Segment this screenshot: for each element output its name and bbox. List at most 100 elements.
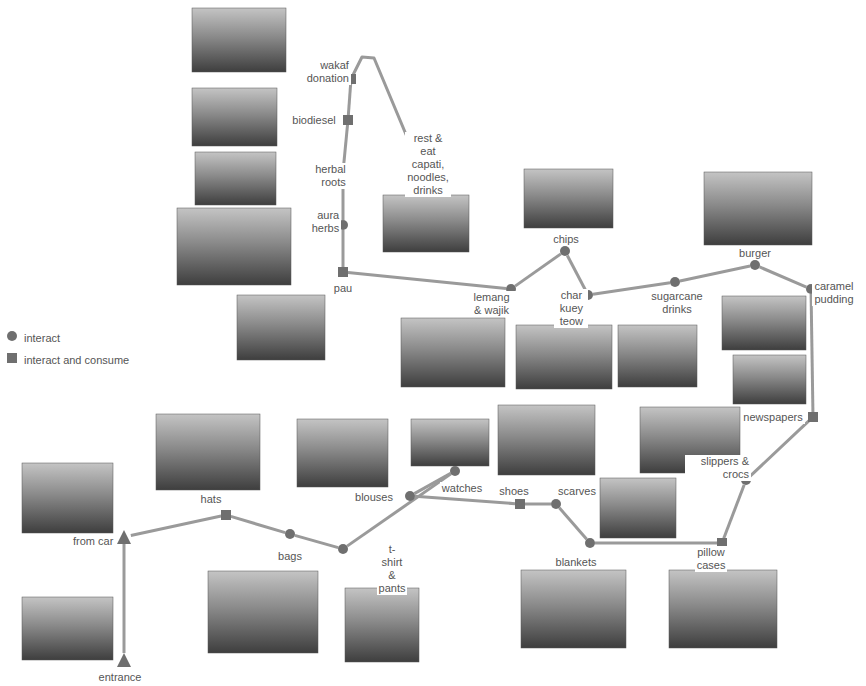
interact-stop: lemang & wajik (506, 284, 516, 294)
start-point: from car (117, 530, 131, 544)
stop-label: bags (276, 550, 304, 563)
stop-label: blouses (353, 491, 395, 504)
square-marker (343, 115, 353, 125)
stall-photo (237, 295, 325, 360)
interact-stop: burger (750, 260, 760, 270)
stop-label: burger (737, 247, 773, 260)
stop-label: newspapers (741, 411, 804, 424)
stall-photo (521, 570, 626, 648)
interact-stop: caramel pudding (806, 284, 816, 294)
circle-marker (750, 260, 760, 270)
stop-label: herbal roots (300, 163, 348, 189)
interact-stop: slippers & crocs (741, 475, 751, 485)
route-line (347, 474, 451, 546)
circle-marker (670, 277, 680, 287)
legend-square (7, 353, 17, 363)
route-line (595, 542, 717, 545)
stop-label: wakaf donation (297, 59, 351, 85)
triangle-marker (117, 653, 131, 667)
stop-label: watches (440, 482, 484, 495)
consume-stop: wakaf donation (346, 74, 356, 84)
route-line (559, 508, 586, 539)
circle-marker (551, 499, 561, 509)
route-line (231, 516, 285, 532)
route-line (525, 503, 551, 506)
stall-photo (177, 208, 291, 285)
stall-photo (195, 152, 276, 205)
stop-label: pau (332, 282, 354, 295)
stop-label: blankets (554, 556, 599, 569)
stop-label: rest & eat capati, noodles, drinks (405, 132, 451, 197)
stall-photo (498, 405, 595, 475)
square-marker (221, 510, 231, 520)
route-line (750, 420, 810, 476)
route-line (811, 294, 813, 412)
triangle-marker (117, 530, 131, 544)
circle-marker (585, 538, 595, 548)
stop-label: biodiesel (290, 114, 337, 127)
start-point: entrance (117, 653, 131, 667)
stall-photo (192, 88, 277, 146)
stall-photo (618, 325, 697, 387)
consume-stop: pau (338, 267, 348, 277)
interact-stop: herbal roots (338, 167, 348, 177)
consume-stop: biodiesel (343, 115, 353, 125)
stall-photo (411, 419, 489, 466)
square-marker (338, 267, 348, 277)
stop-label: chips (551, 233, 581, 246)
route-line (760, 267, 807, 287)
stall-photo (722, 296, 806, 350)
stop-label: sugarcane drinks (649, 290, 704, 316)
route-line (515, 254, 561, 286)
stop-label: char kuey teow (554, 289, 588, 328)
legend-circle (7, 331, 17, 341)
route-line (342, 230, 345, 267)
triangle-shape (117, 653, 131, 667)
stop-label: t-shirt & pants (377, 543, 408, 595)
consume-stop: newspapers (808, 412, 818, 422)
stall-photo (600, 478, 676, 538)
interact-stop: sugarcane drinks (670, 277, 680, 287)
stall-photo (297, 419, 388, 487)
route-line (348, 273, 506, 289)
circle-marker (338, 544, 348, 554)
square-marker (808, 412, 818, 422)
stop-label: pillow cases (695, 546, 728, 572)
interact-stop: scarves (551, 499, 561, 509)
route-line (680, 266, 750, 281)
route-line (295, 535, 338, 547)
stall-photo (156, 414, 260, 490)
stall-photo (524, 169, 613, 228)
consume-stop: hats (221, 510, 231, 520)
triangle-shape (117, 530, 131, 544)
legend-row: interact (6, 328, 111, 350)
legend: interactinteract and consume (6, 328, 111, 372)
circle-marker (285, 529, 295, 539)
stop-label: caramel pudding (812, 280, 855, 306)
route-line (348, 84, 350, 115)
stop-label: from car (71, 535, 115, 548)
stop-label: entrance (97, 671, 144, 684)
interact-stop: t-shirt & pants (338, 544, 348, 554)
square-marker (515, 499, 525, 509)
interact-stop: blankets (585, 538, 595, 548)
triangle-shape (117, 530, 131, 544)
stop-label: shoes (497, 485, 530, 498)
legend-text: interact (24, 332, 60, 344)
circle-marker (405, 491, 415, 501)
interact-stop: bags (285, 529, 295, 539)
stall-photo (22, 463, 113, 533)
route-line (123, 544, 126, 653)
stall-photo (516, 325, 612, 389)
interact-stop: watches (450, 466, 460, 476)
circle-marker (450, 466, 460, 476)
interact-stop: chips (560, 246, 570, 256)
interact-stop: aura herbs (338, 220, 348, 230)
stall-photo (208, 571, 318, 653)
route-line (724, 485, 744, 539)
consume-stop: pillow cases (717, 538, 727, 548)
stall-photo (22, 597, 113, 660)
